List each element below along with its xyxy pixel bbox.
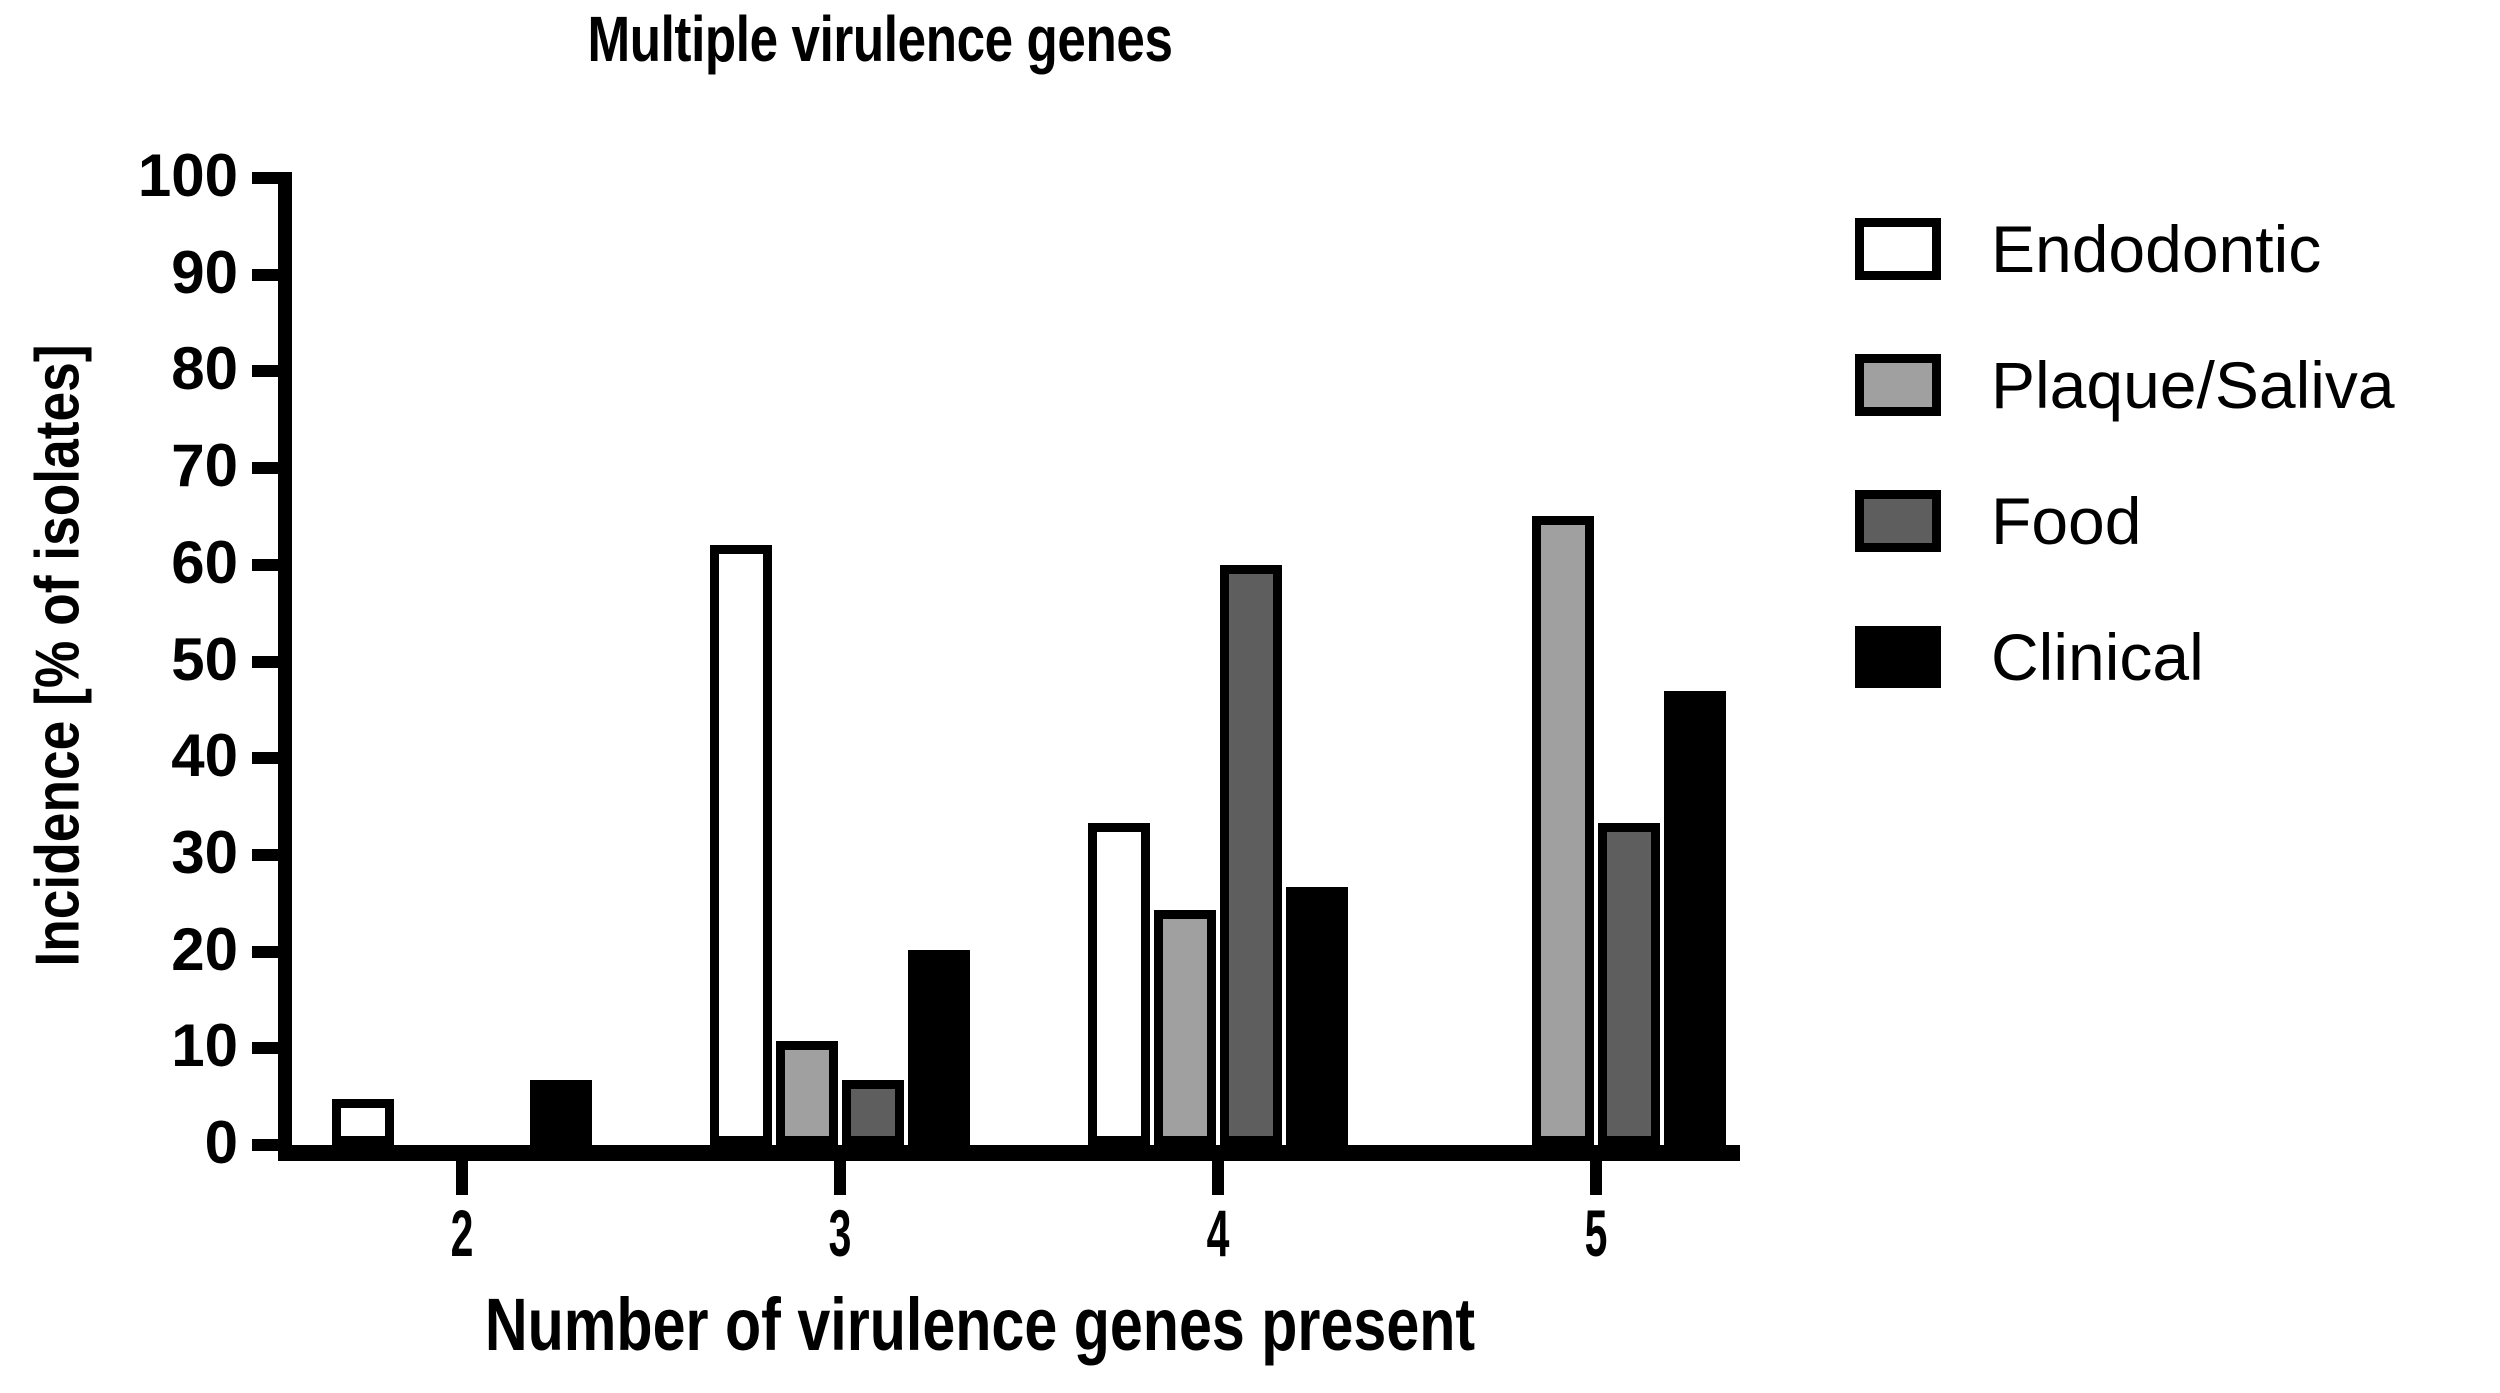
x-axis-tick: [834, 1161, 846, 1195]
legend-swatch: [1855, 218, 1941, 280]
bar: [842, 1080, 904, 1145]
x-axis-tick: [456, 1161, 468, 1195]
x-axis-tick-label: 2: [450, 1196, 474, 1270]
legend-item[interactable]: Plaque/Saliva: [1855, 332, 2495, 438]
x-axis-title: Number of virulence genes present: [484, 1283, 1476, 1366]
bar: [776, 1040, 838, 1145]
legend-item[interactable]: Clinical: [1855, 604, 2495, 710]
y-axis-tick-label: 50: [171, 625, 238, 693]
y-axis-tick: [252, 558, 280, 571]
legend-swatch: [1855, 354, 1941, 416]
x-axis-tick: [1590, 1161, 1602, 1195]
y-axis-tick-label: 90: [171, 238, 238, 306]
y-axis-tick-label: 10: [171, 1012, 238, 1080]
bar: [1154, 910, 1216, 1145]
y-axis-tick: [252, 848, 280, 861]
y-axis-tick: [252, 1042, 280, 1055]
legend-swatch: [1855, 626, 1941, 688]
legend-label: Endodontic: [1991, 212, 2322, 286]
y-axis-tick: [252, 268, 280, 281]
y-axis-tick-label: 70: [171, 432, 238, 500]
y-axis-tick-label: 100: [137, 142, 238, 209]
bar: [710, 545, 772, 1145]
x-axis-tick-label: 5: [1584, 1196, 1608, 1270]
bar: [1664, 690, 1726, 1145]
bar: [1088, 822, 1150, 1145]
legend-label: Clinical: [1991, 620, 2204, 694]
y-axis-tick-label: 40: [171, 722, 238, 790]
legend-label: Food: [1991, 484, 2142, 558]
bar: [1286, 886, 1348, 1145]
x-axis-tick-label: 3: [828, 1196, 852, 1270]
legend-swatch: [1855, 490, 1941, 552]
bar: [908, 949, 970, 1145]
legend-item[interactable]: Food: [1855, 468, 2495, 574]
bar: [1598, 822, 1660, 1145]
y-axis-tick-label: 0: [204, 1109, 238, 1176]
bar: [1532, 516, 1594, 1145]
y-axis-tick: [252, 1139, 280, 1151]
y-axis-tick: [252, 172, 280, 184]
bar: [1220, 564, 1282, 1145]
chart-title: Multiple virulence genes: [587, 3, 1173, 75]
y-axis-tick-label: 60: [171, 528, 238, 596]
y-axis-tick-label: 30: [171, 818, 238, 886]
y-axis-tick: [252, 462, 280, 475]
y-axis-tick: [252, 655, 280, 668]
legend-label: Plaque/Saliva: [1991, 348, 2395, 422]
y-axis-tick: [252, 945, 280, 958]
bar: [332, 1098, 394, 1145]
y-axis-tick-label: 80: [171, 335, 238, 403]
x-axis-line: [278, 1145, 1740, 1161]
x-axis-tick: [1212, 1161, 1224, 1195]
y-axis-tick: [252, 752, 280, 765]
bar: [530, 1080, 592, 1145]
x-axis-tick-label: 4: [1206, 1196, 1230, 1270]
legend-item[interactable]: Endodontic: [1855, 196, 2495, 302]
y-axis-tick: [252, 365, 280, 378]
y-axis-tick-label: 20: [171, 915, 238, 983]
y-axis-line: [278, 172, 292, 1157]
